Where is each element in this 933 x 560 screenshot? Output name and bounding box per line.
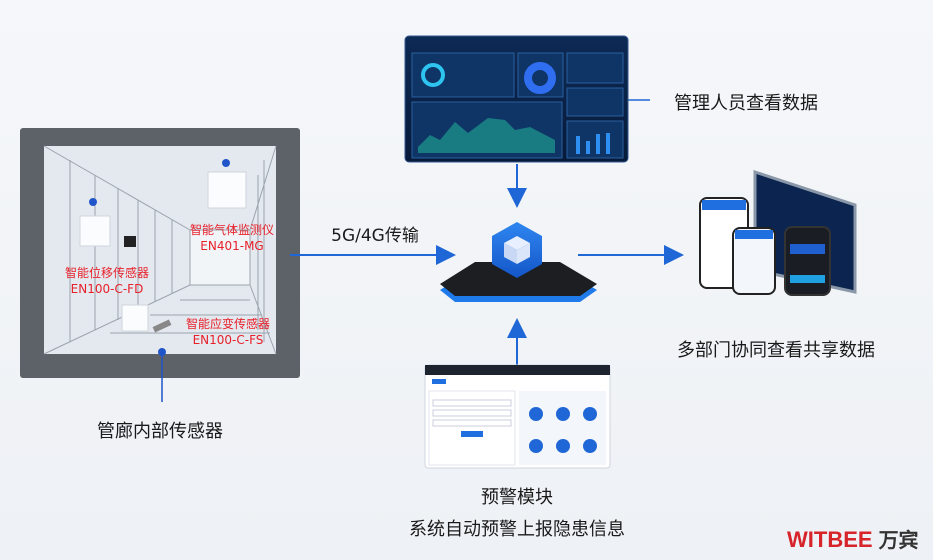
managers-label: 管理人员查看数据 [674,93,818,114]
sensor-name: 智能位移传感器 [64,266,150,280]
sensor-label-gas: 智能气体监测仪 EN401-MG [190,222,274,254]
sensor-model: EN100-C-FD [70,282,144,296]
management-dashboard-screenshot [404,35,629,163]
mobile-devices-screenshot [699,169,857,296]
sensor-model: EN401-MG [200,239,264,253]
sensor-model: EN100-C-FS [192,333,264,347]
alert-module-desc: 系统自动预警上报隐患信息 [409,519,625,540]
logo-cn: 万宾 [878,530,919,552]
sensor-label-strain: 智能应变传感器 EN100-C-FS [186,316,270,348]
departments-label: 多部门协同查看共享数据 [677,340,875,361]
logo-en: WITBEE [787,527,873,552]
sensor-label-displacement: 智能位移传感器 EN100-C-FD [65,265,149,297]
alert-module-screenshot [424,364,611,469]
alert-module-title: 预警模块 [481,487,553,508]
tunnel-sensors-label: 管廊内部传感器 [97,421,223,442]
transmission-label: 5G/4G传输 [331,226,419,246]
sensor-name: 智能应变传感器 [185,317,271,331]
sensor-name: 智能气体监测仪 [189,223,275,237]
tunnel-illustration [20,128,300,402]
cloud-hub-icon [440,222,597,302]
